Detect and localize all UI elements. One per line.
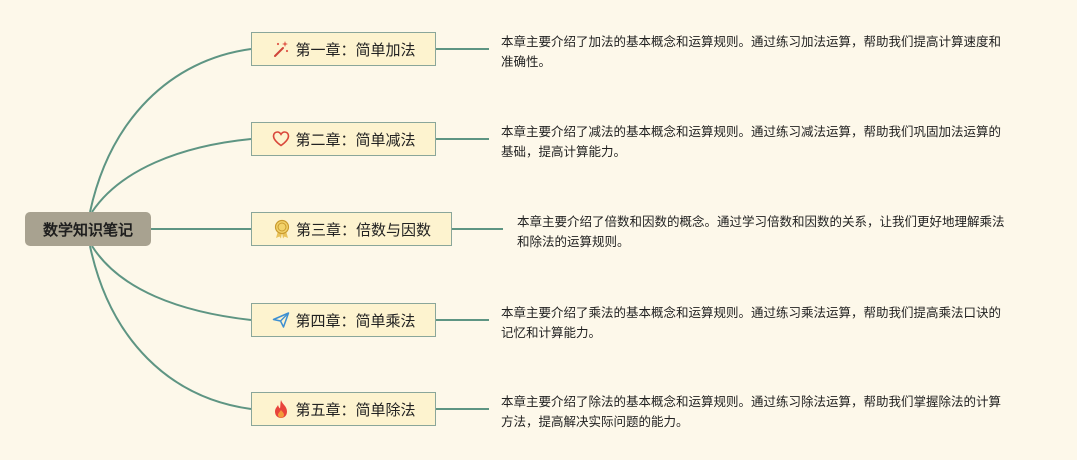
paper-plane-icon <box>271 310 291 330</box>
root-topic[interactable]: 数学知识笔记 <box>25 212 151 246</box>
root-topic-label: 数学知识笔记 <box>42 220 133 239</box>
chapter-2-topic[interactable]: 第二章：简单减法 <box>251 122 436 156</box>
chapter-2-description: 本章主要介绍了减法的基本概念和运算规则。通过练习减法运算，帮助我们巩固加法运算的… <box>501 124 1002 159</box>
chapter-4-description: 本章主要介绍了乘法的基本概念和运算规则。通过练习乘法运算，帮助我们提高乘法口诀的… <box>501 305 1002 340</box>
chapter-5-description: 本章主要介绍了除法的基本概念和运算规则。通过练习除法运算，帮助我们掌握除法的计算… <box>501 394 1002 429</box>
root-to-chapter-1-connector <box>89 48 252 213</box>
chapter-2-title: 第二章：简单减法 <box>295 130 416 149</box>
chapter-4-topic[interactable]: 第四章：简单乘法 <box>251 303 436 337</box>
chapter-3-title: 第三章：倍数与因数 <box>295 220 431 239</box>
chapter-1-topic[interactable]: 第一章：简单加法 <box>251 32 436 66</box>
chapter-1-description: 本章主要介绍了加法的基本概念和运算规则。通过练习加法运算，帮助我们提高计算速度和… <box>501 34 1002 69</box>
heart-icon <box>271 129 291 149</box>
root-to-chapter-5-connector <box>89 245 252 410</box>
root-to-chapter-2-connector <box>91 138 252 213</box>
chapter-3-description: 本章主要介绍了倍数和因数的概念。通过学习倍数和因数的关系，让我们更好地理解乘法和… <box>517 214 1005 249</box>
chapter-1-title: 第一章：简单加法 <box>295 40 416 59</box>
magic-wand-icon <box>271 39 291 59</box>
medal-icon <box>272 219 292 239</box>
chapter-5-topic[interactable]: 第五章：简单除法 <box>251 392 436 426</box>
chapter-5-title: 第五章：简单除法 <box>295 400 416 419</box>
chapter-3-topic[interactable]: 第三章：倍数与因数 <box>251 212 452 246</box>
fire-icon <box>271 399 291 419</box>
root-to-chapter-4-connector <box>91 245 252 321</box>
chapter-4-title: 第四章：简单乘法 <box>295 311 416 330</box>
